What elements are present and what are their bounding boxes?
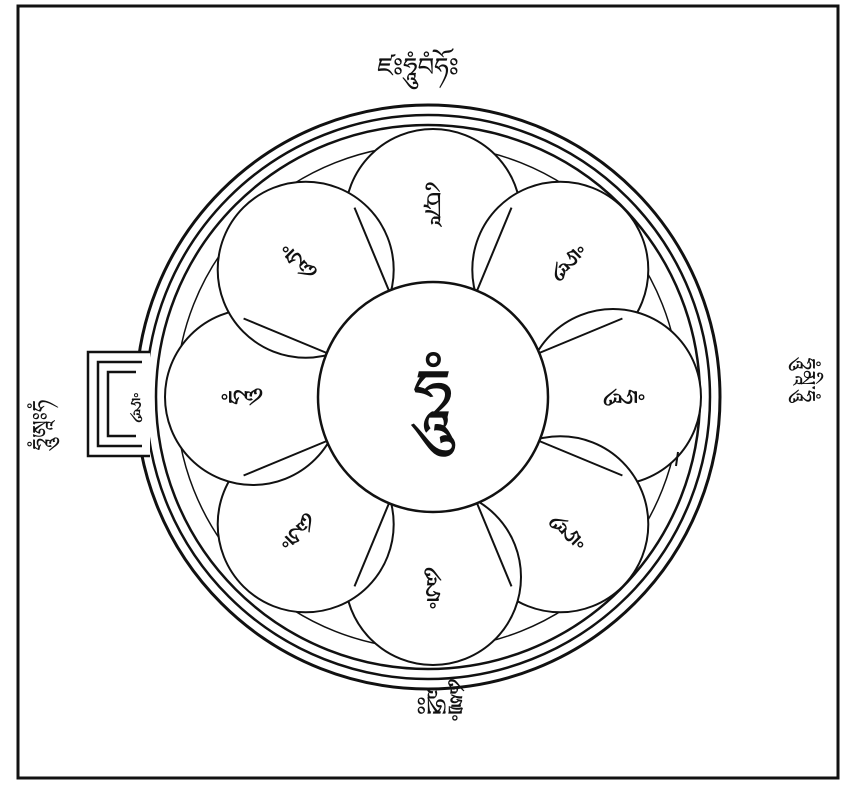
petal-syllable-bottom: ཧཱུཾ (424, 567, 442, 609)
label-bottom: བྷྲཱུཾཨཱཿ (416, 679, 464, 721)
petal-divider (353, 207, 390, 292)
petal-syllable-right: ཧཱུཾ (603, 388, 645, 406)
petal-divider (538, 317, 623, 354)
petal-top-left (216, 180, 395, 359)
petal-divider (243, 440, 328, 477)
petal-divider (476, 207, 513, 292)
petal-divider (538, 440, 623, 477)
label-left: ཧཱུཾཨཱཿཧཾ (27, 400, 60, 452)
petal-divider (353, 502, 390, 587)
lotus-petals: ཤྲཱིཧཱུཾཧཱུཾཧཱུཾཧཱུཾཧཱུཾཧཱུཾཧཱུཾ (164, 128, 702, 666)
page-border (16, 4, 840, 780)
label-top: ཛཿཧཱུཾབཾཧོཿ (377, 47, 459, 90)
petal-divider (476, 502, 513, 587)
center-circle (316, 280, 550, 514)
petal-syllable-top: ཤྲཱི (423, 182, 442, 228)
label-right: ཧཱུཾམཱི་ཧཱུཾ (788, 357, 824, 403)
west-gate (86, 350, 150, 458)
petal-syllable-left: ཧཱུཾ (221, 388, 263, 406)
gate-syllable: ཧཱུཾ (129, 393, 142, 423)
gate-inner-wall (106, 370, 136, 438)
petal-divider (243, 317, 328, 354)
stray-mark (675, 451, 679, 467)
